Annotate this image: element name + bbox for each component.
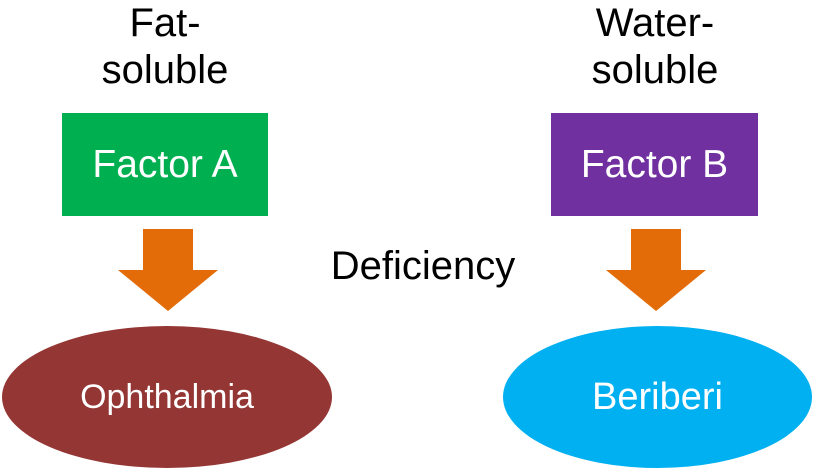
factor-a-box: Factor A [62,113,268,216]
category-line: Water- [595,1,715,45]
disease-ophthalmia: Ophthalmia [2,326,332,468]
category-label-water-soluble: Water- soluble [552,0,758,94]
disease-label: Beriberi [592,375,723,418]
factor-b-label: Factor B [580,142,729,186]
disease-label: Ophthalmia [80,377,254,416]
down-arrow-icon [606,229,706,311]
disease-beriberi: Beriberi [503,326,812,468]
arrow-shape [606,229,706,311]
category-line: soluble [591,48,719,92]
down-arrow-icon [118,229,218,311]
factor-b-box: Factor B [551,113,758,216]
arrow-shape [118,229,218,311]
category-line: soluble [101,48,229,92]
factor-a-label: Factor A [92,142,238,186]
deficiency-label: Deficiency [330,244,516,288]
category-line: Fat- [129,1,201,45]
category-label-fat-soluble: Fat- soluble [65,0,265,94]
